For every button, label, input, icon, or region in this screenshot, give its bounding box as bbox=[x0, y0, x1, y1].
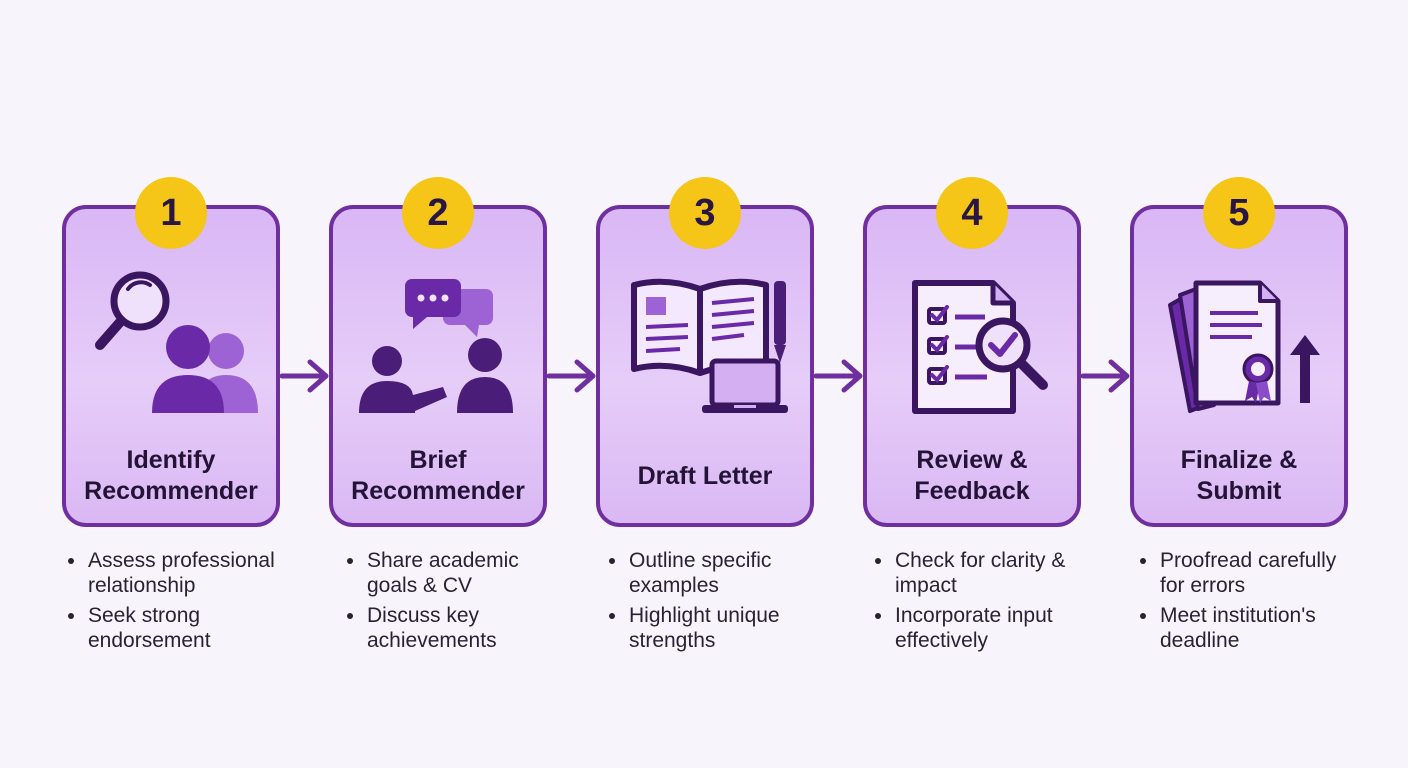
step-number-badge: 1 bbox=[135, 177, 207, 249]
list-item: Proofread carefully for errors bbox=[1136, 548, 1356, 598]
step-4-bullet-list: Check for clarity & impact Incorporate i… bbox=[871, 548, 1081, 658]
step-title: Review &Feedback bbox=[914, 446, 1030, 505]
checklist-magnifier-icon bbox=[881, 271, 1063, 421]
book-laptop-pen-icon bbox=[614, 271, 796, 421]
list-item: Assess professional relationship bbox=[64, 548, 296, 598]
arrow-right-icon bbox=[547, 356, 599, 396]
step-card-5: 5 Finalize &Submit bbox=[1130, 177, 1348, 527]
step-5-bullet-list: Proofread carefully for errors Meet inst… bbox=[1136, 548, 1356, 658]
list-item: Outline specific examples bbox=[605, 548, 805, 598]
step-title: Finalize &Submit bbox=[1180, 446, 1298, 505]
step-number-badge: 3 bbox=[669, 177, 741, 249]
step-3-bullet-list: Outline specific examples Highlight uniq… bbox=[605, 548, 805, 658]
magnifier-people-icon bbox=[80, 271, 262, 421]
document-seal-upload-icon bbox=[1148, 271, 1330, 421]
arrow-right-icon bbox=[1081, 356, 1133, 396]
step-card-4: 4 Review &Feedback bbox=[863, 177, 1081, 527]
list-item: Check for clarity & impact bbox=[871, 548, 1081, 598]
step-title: Draft Letter bbox=[637, 461, 773, 490]
list-item: Meet institution's deadline bbox=[1136, 603, 1356, 653]
step-card-3: 3 Draft Letter bbox=[596, 177, 814, 527]
list-item: Discuss key achievements bbox=[343, 603, 543, 653]
list-item: Share academic goals & CV bbox=[343, 548, 543, 598]
step-number-badge: 4 bbox=[936, 177, 1008, 249]
step-2-bullet-list: Share academic goals & CV Discuss key ac… bbox=[343, 548, 543, 658]
step-number-badge: 5 bbox=[1203, 177, 1275, 249]
arrow-right-icon bbox=[814, 356, 866, 396]
step-1-bullet-list: Assess professional relationship Seek st… bbox=[64, 548, 296, 658]
step-number-badge: 2 bbox=[402, 177, 474, 249]
conversation-icon bbox=[347, 271, 529, 421]
list-item: Seek strong endorsement bbox=[64, 603, 296, 653]
arrow-right-icon bbox=[280, 356, 332, 396]
list-item: Highlight unique strengths bbox=[605, 603, 805, 653]
list-item: Incorporate input effectively bbox=[871, 603, 1081, 653]
